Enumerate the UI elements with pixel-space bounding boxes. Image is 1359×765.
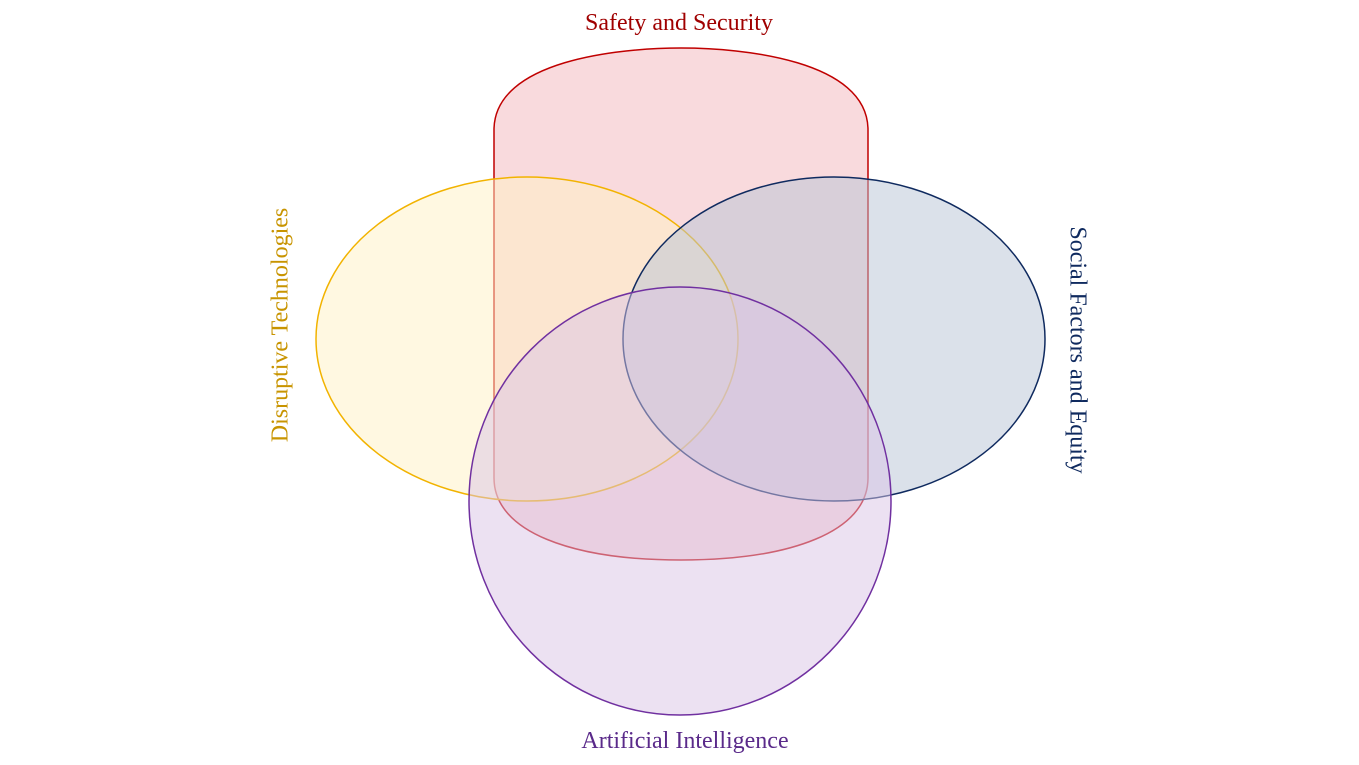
disruptive-technologies-label: Disruptive Technologies bbox=[268, 208, 294, 443]
artificial-intelligence-shape bbox=[468, 286, 892, 716]
social-factors-and-equity-label: Social Factors and Equity bbox=[1064, 226, 1090, 473]
artificial-intelligence-label: Artificial Intelligence bbox=[581, 728, 788, 754]
safety-and-security-label: Safety and Security bbox=[585, 10, 773, 36]
